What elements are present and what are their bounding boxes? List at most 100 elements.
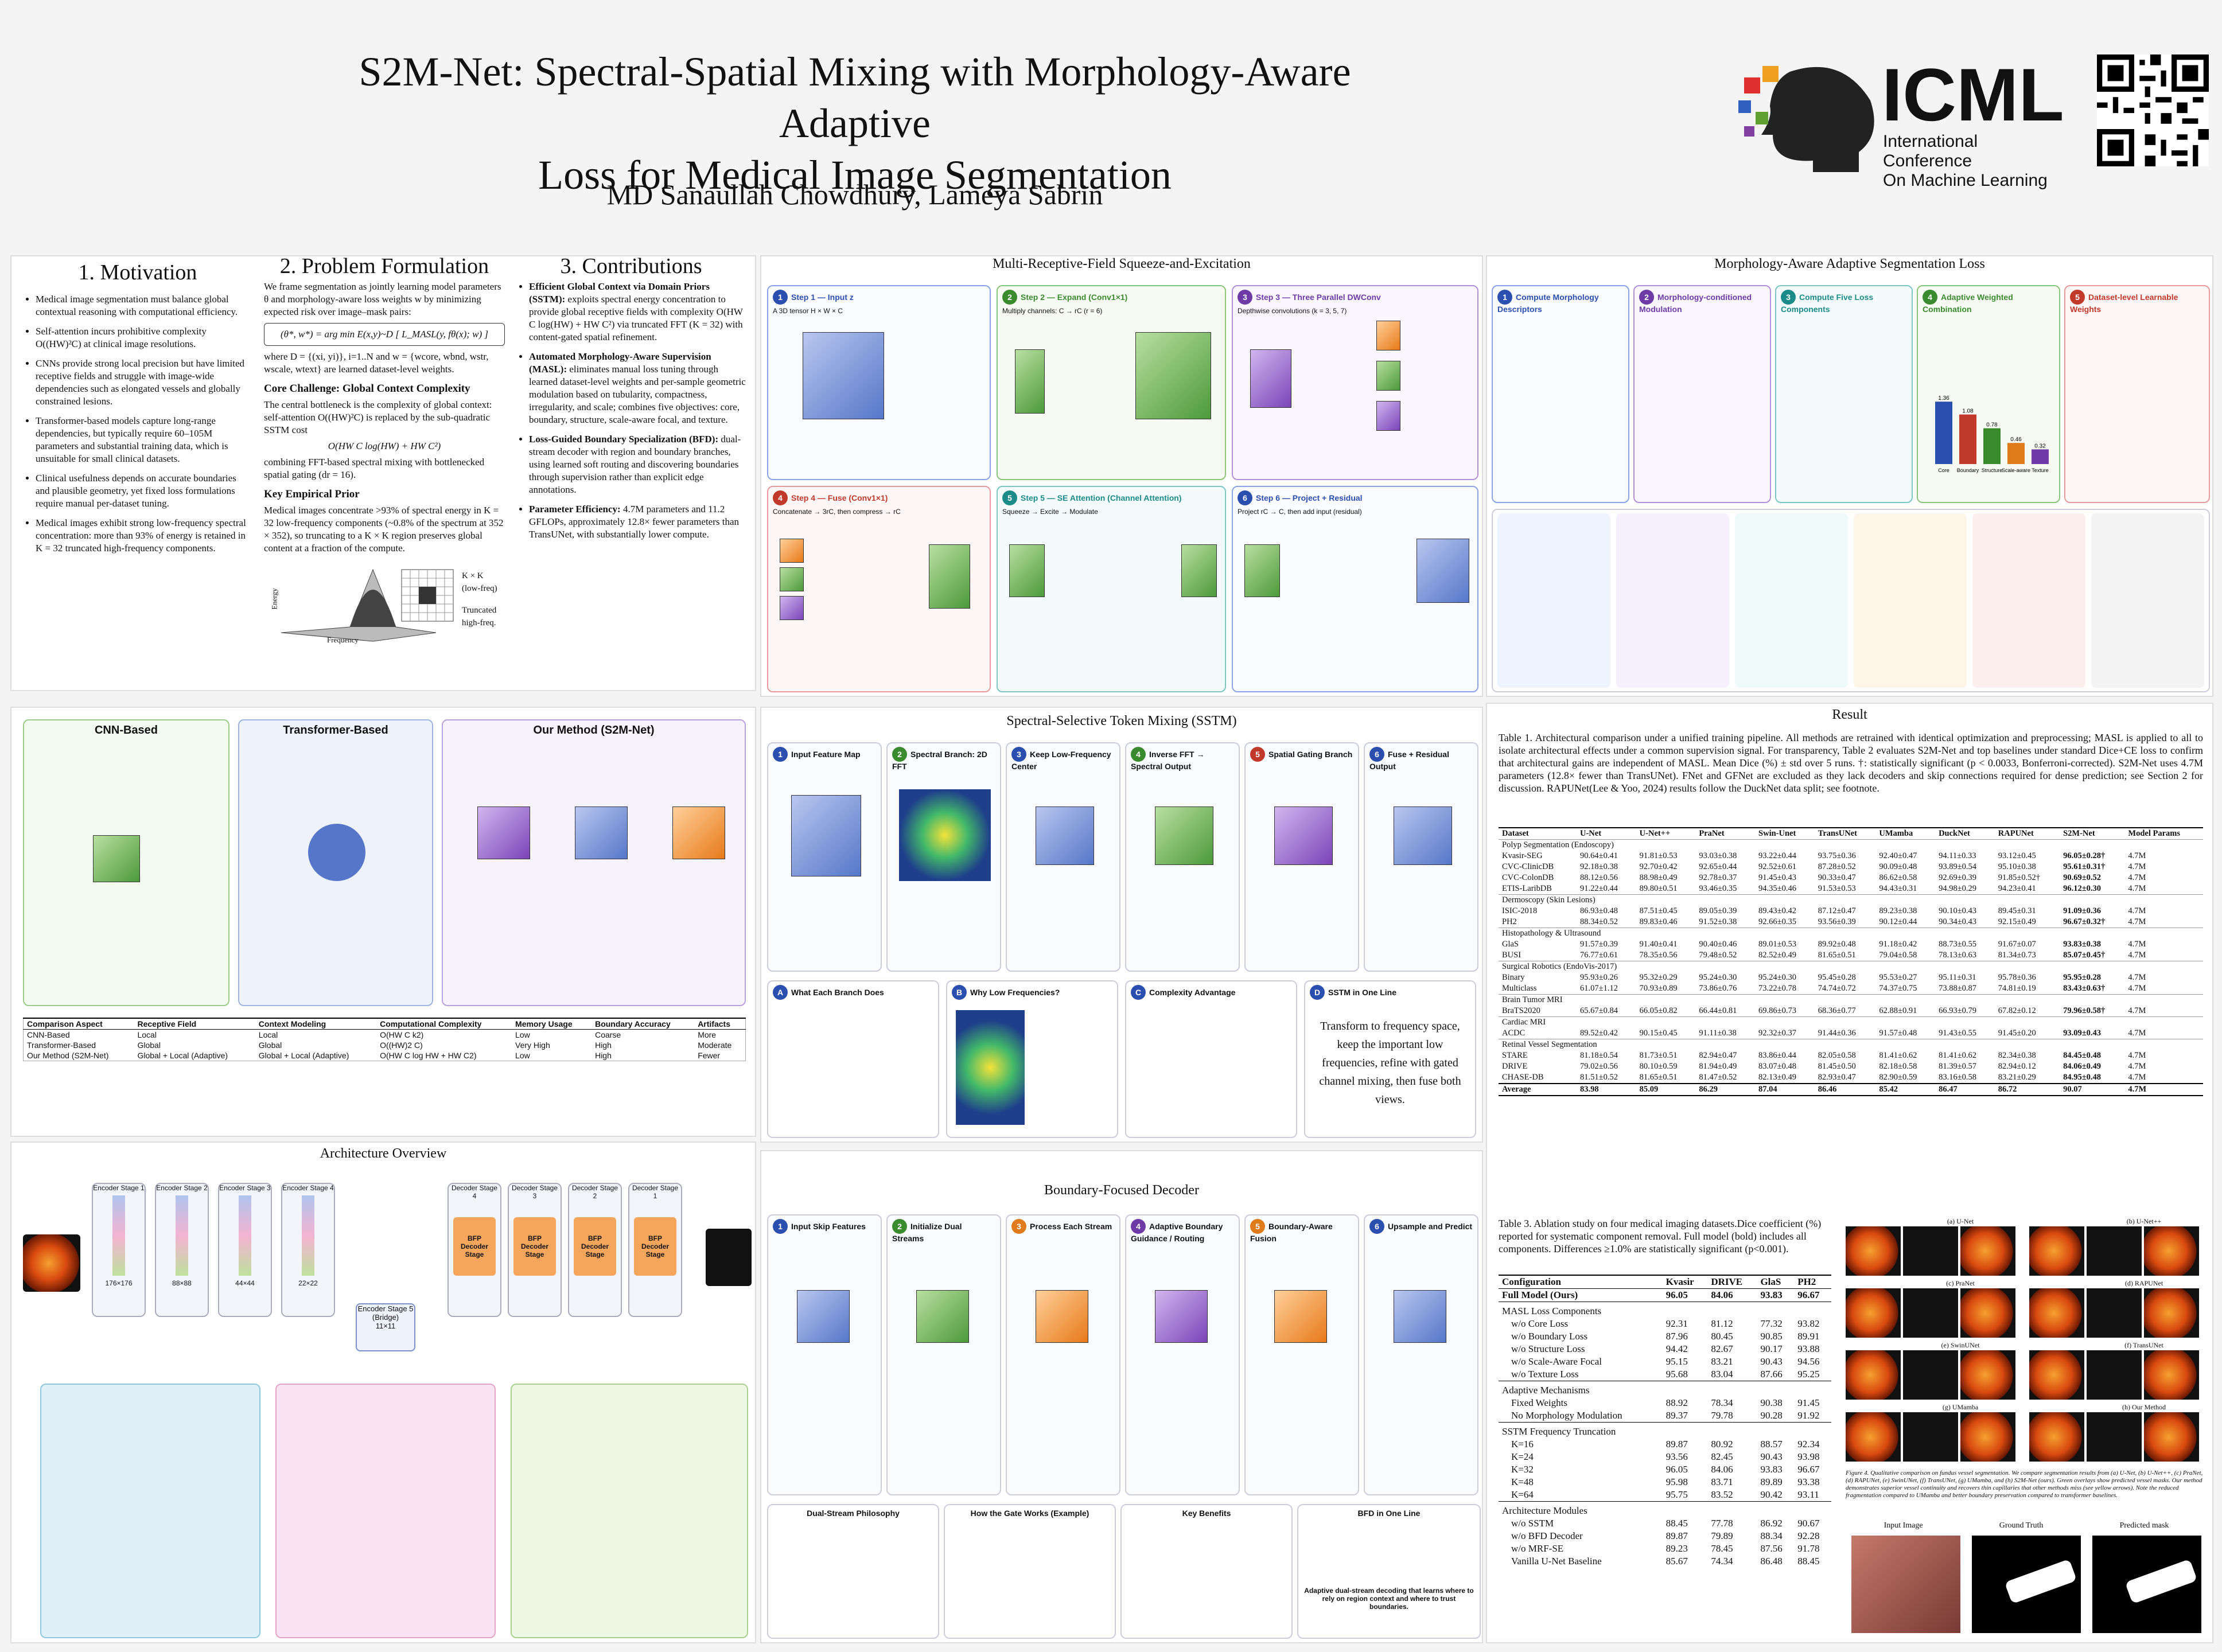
bfd-block-diagram [511, 1384, 748, 1638]
results-cell: 81.47±0.52 [1699, 1073, 1737, 1082]
results-cell: 83.07±0.48 [1758, 1062, 1797, 1071]
results-cell: 94.98±0.29 [1939, 884, 1977, 893]
step-number: 2 [1002, 290, 1017, 305]
comparison-cell: Global + Local (Adaptive) [137, 1051, 228, 1060]
results-cell: 73.86±0.76 [1699, 984, 1737, 993]
results-cell: 90.69±0.52 [2063, 873, 2102, 882]
results-cell: 79.96±0.58† [2063, 1006, 2106, 1015]
step-number: 3 [1238, 290, 1252, 305]
comparison-table: Comparison Aspect Receptive Field Contex… [23, 1018, 746, 1061]
results-column-header: PraNet [1699, 829, 1725, 838]
ablation-cell: 96.67 [1797, 1289, 1820, 1300]
step-title: Compute Morphology Descriptors [1497, 293, 1599, 314]
weight-bar-label: 0.78 [1986, 422, 1998, 428]
results-cell: 82.90±0.59 [1879, 1073, 1917, 1082]
ablation-cell: 93.88 [1797, 1343, 1820, 1354]
results-cell: 82.05±0.58 [1818, 1051, 1856, 1060]
ablation-cell: 91.78 [1797, 1543, 1820, 1554]
weight-bar-label: 1.36 [1938, 395, 1949, 402]
comparison-header: Computational Complexity [380, 1019, 482, 1028]
project-output-cube [1417, 539, 1469, 603]
poster-title: S2M-Net: Spectral-Spatial Mixing with Mo… [321, 46, 1388, 201]
ablation-cell: 90.85 [1760, 1331, 1783, 1342]
results-cell: 96.67±0.32† [2063, 917, 2106, 926]
ablation-section-row: Adaptive Mechanisms [1499, 1381, 1831, 1397]
step-illustration [1155, 806, 1213, 865]
results-cell: 90.15±0.45 [1639, 1028, 1678, 1038]
results-average-cell: 86.46 [1818, 1085, 1837, 1094]
results-cell: 91.45±0.20 [1998, 1028, 2036, 1038]
icml-logo: ICML International Conference On Machine… [1727, 54, 2071, 190]
ablation-cell: K=48 [1511, 1476, 1534, 1487]
kk-label-2: (low-freq) [462, 584, 497, 593]
results-group-name: Polyp Segmentation (Endoscopy) [1499, 839, 2203, 851]
method-label: (c) PraNet [1946, 1279, 1975, 1287]
architecture-title: Architecture Overview [320, 1146, 447, 1161]
result-panel: Result Table 1. Architectural comparison… [1486, 703, 2213, 1643]
results-cell: 76.77±0.61 [1579, 950, 1618, 960]
low-frequency-heatmap [956, 1010, 1025, 1125]
step-title: Step 5 — SE Attention (Channel Attention… [1021, 493, 1182, 502]
motivation-section: 1. Motivation Medical image segmentation… [23, 256, 252, 562]
results-cell: 93.12±0.45 [1998, 851, 2036, 860]
step-illustration [1274, 806, 1333, 865]
method-label: (h) Our Method [2122, 1403, 2166, 1411]
ablation-section-title: MASL Loss Components [1502, 1306, 1602, 1316]
fundus-image [2029, 1288, 2084, 1338]
bfd-note-2: How the Gate Works (Example) [944, 1504, 1116, 1639]
comparison-cell: O((HW)2 C) [380, 1041, 423, 1050]
bfp-block: BFP Decoder Stage [513, 1217, 556, 1276]
ablation-column-header: PH2 [1797, 1276, 1816, 1287]
results-cell: 82.13±0.49 [1758, 1073, 1797, 1082]
results-cell: 93.09±0.43 [2063, 1028, 2102, 1038]
contribution-item: Loss-Guided Boundary Specialization (BFD… [529, 433, 746, 496]
ablation-cell: 95.25 [1797, 1369, 1820, 1380]
boundary-loss-card [1616, 513, 1729, 688]
ablation-section-title: Adaptive Mechanisms [1502, 1385, 1590, 1396]
results-cell: 66.93±0.79 [1939, 1006, 1977, 1015]
step-number: 5 [1250, 1219, 1265, 1234]
table3-caption: Table 3. Ablation study on four medical … [1499, 1218, 1822, 1254]
results-cell: 89.05±0.39 [1699, 906, 1737, 915]
ablation-cell: 87.66 [1760, 1369, 1783, 1380]
input-tensor-cube [803, 332, 884, 419]
problem-heading: 2. Problem Formulation [279, 254, 489, 278]
input-feature-cube [791, 795, 861, 876]
results-cell: 74.81±0.19 [1998, 984, 2036, 993]
comparison-header: Context Modeling [258, 1019, 326, 1028]
qr-code[interactable] [2097, 54, 2209, 166]
results-cell: 4.7M [2128, 851, 2146, 860]
results-group-name: Surgical Robotics (EndoVis-2017) [1499, 961, 2203, 972]
ablation-cell: 77.78 [1711, 1518, 1733, 1529]
ablation-cell: 96.05 [1665, 1464, 1688, 1475]
ablation-cell: w/o MRF-SE [1511, 1543, 1564, 1554]
results-cell: 4.7M [2128, 984, 2146, 993]
results-group-row: Histopathology & Ultrasound [1499, 928, 2203, 939]
bfp-block: BFP Decoder Stage [634, 1217, 676, 1276]
comparison-header: Comparison Aspect [27, 1019, 103, 1028]
results-group-name: Histopathology & Ultrasound [1499, 928, 2203, 939]
ablation-cell: 93.38 [1797, 1476, 1820, 1487]
step-title: Adaptive Boundary Guidance / Routing [1131, 1222, 1223, 1243]
results-cell: 89.01±0.53 [1758, 940, 1797, 949]
comparison-cell: Low [515, 1051, 530, 1060]
branch-cube [780, 567, 804, 591]
se-input-cube [1009, 544, 1045, 597]
encoder-size: 22×22 [298, 1279, 318, 1287]
ablation-cell: 74.34 [1711, 1556, 1733, 1567]
step-number: 1 [773, 290, 788, 305]
ablation-cell: 90.43 [1760, 1356, 1783, 1367]
